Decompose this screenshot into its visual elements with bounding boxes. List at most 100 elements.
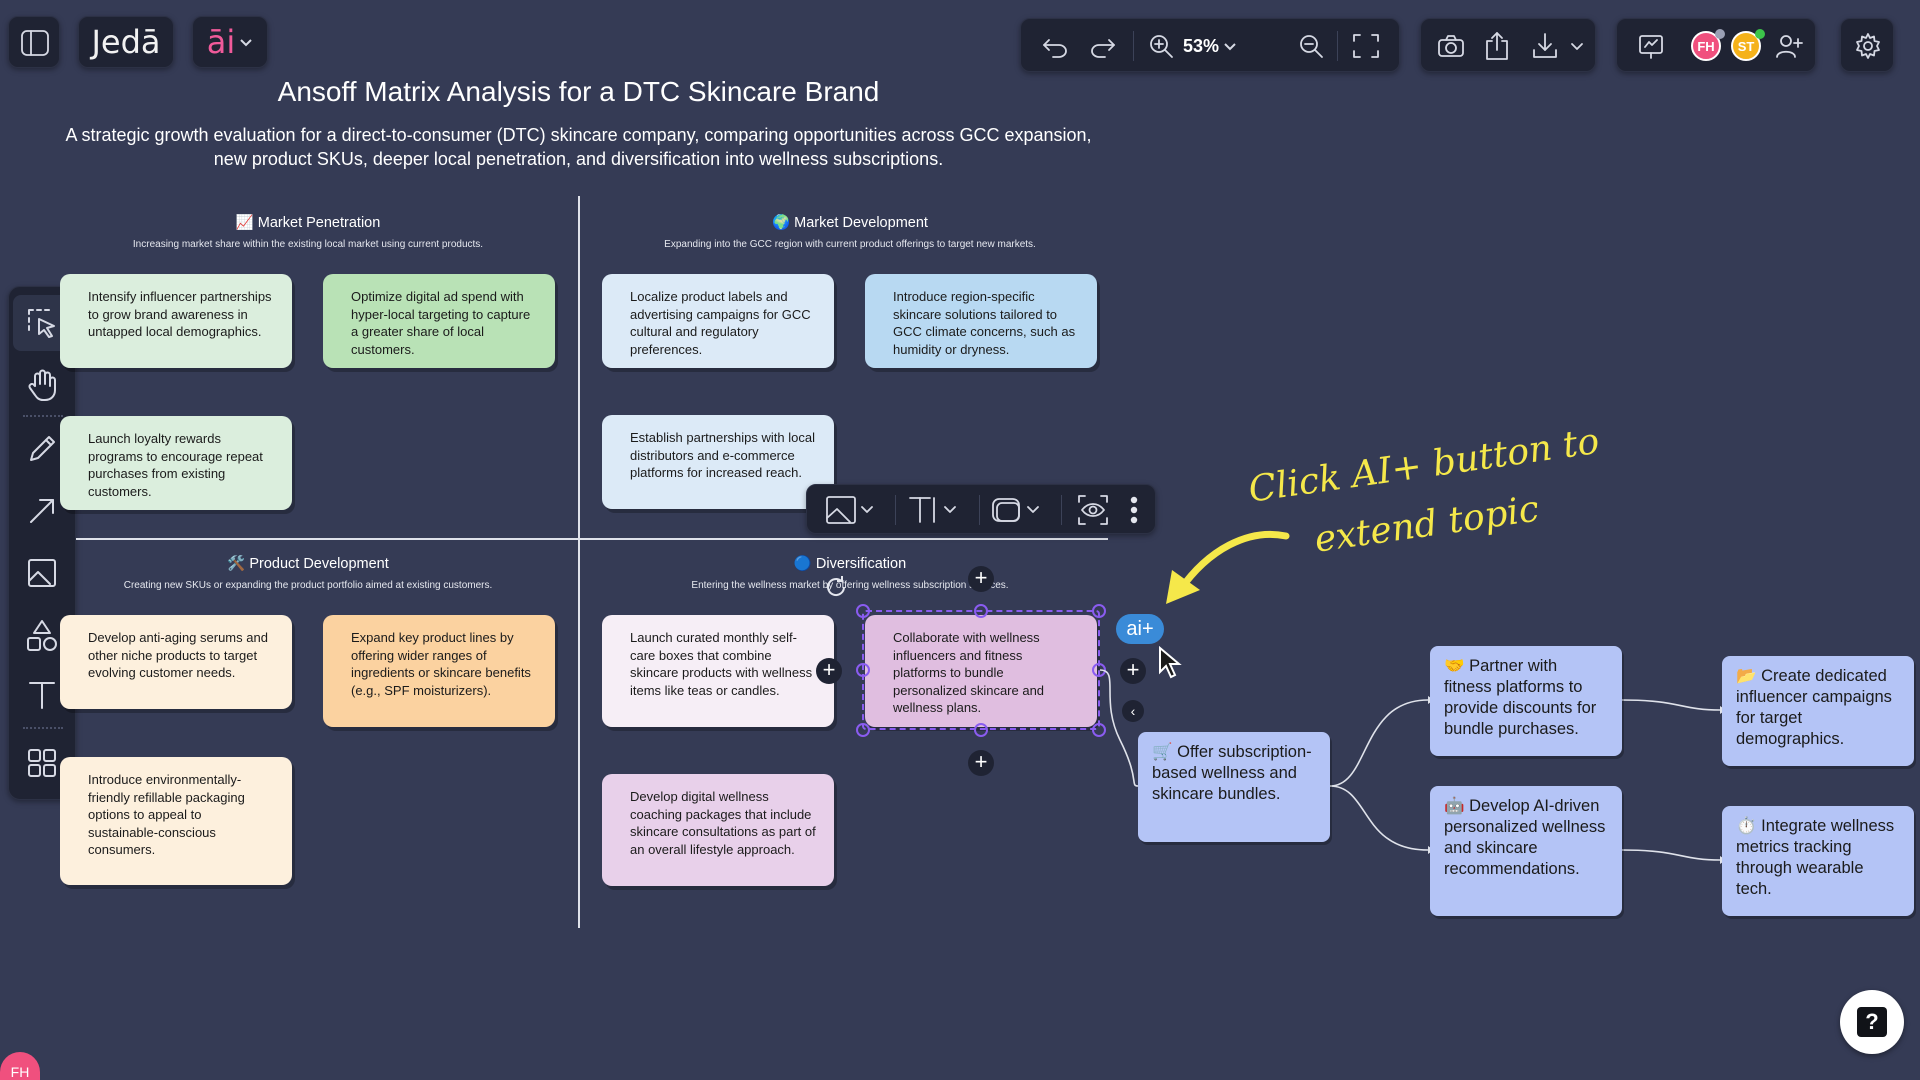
selection-frame [862, 610, 1100, 730]
card-diversification-3[interactable]: Develop digital wellness coaching packag… [602, 774, 834, 886]
avatar-initials: FH [10, 1064, 30, 1080]
quadrant-heading-product-development: 🛠️ Product Development [227, 556, 389, 572]
annotation-arrow-icon [1166, 530, 1290, 604]
mindmap-node-ai-recommendations[interactable]: 🤖 Develop AI-driven personalized wellnes… [1430, 786, 1622, 916]
chevron-down-icon [1223, 39, 1237, 53]
export-toolbar [1420, 18, 1596, 72]
card-product-development-3[interactable]: Introduce environmentally-friendly refil… [60, 757, 292, 885]
card-market-development-1[interactable]: Localize product labels and advertising … [602, 274, 834, 368]
card-market-development-2[interactable]: Introduce region-specific skincare solut… [865, 274, 1097, 368]
add-user-icon[interactable] [1769, 29, 1809, 63]
text-format-icon[interactable] [907, 493, 963, 527]
presentation-icon[interactable] [1631, 29, 1671, 63]
chevron-down-icon[interactable] [1565, 35, 1589, 57]
mindmap-node-influencer-campaigns[interactable]: 📂 Create dedicated influencer campaigns … [1722, 656, 1914, 766]
annotation-text-line-1: Click AI+ button to [1246, 420, 1602, 511]
more-options-icon[interactable] [1121, 493, 1147, 527]
zoom-level-dropdown[interactable]: 53% [1183, 33, 1245, 59]
add-node-left-button[interactable]: + [816, 658, 842, 684]
add-node-bottom-button[interactable]: + [968, 750, 994, 776]
rotate-icon[interactable] [823, 574, 849, 600]
element-context-toolbar [806, 484, 1156, 534]
text-tool[interactable] [13, 667, 71, 723]
mouse-cursor-icon [1158, 645, 1182, 680]
avatar-initials: FH [1697, 38, 1715, 54]
presence-dot [1715, 29, 1725, 39]
gear-icon [1841, 19, 1895, 73]
add-node-right-button[interactable]: + [1120, 658, 1146, 684]
card-market-development-3[interactable]: Establish partnerships with local distri… [602, 415, 834, 509]
annotation-text-line-2: extend topic [1312, 488, 1542, 561]
card-market-penetration-2[interactable]: Optimize digital ad spend with hyper-loc… [323, 274, 555, 368]
matrix-horizontal-divider [76, 538, 1108, 540]
ai-menu-label: āi [206, 23, 236, 61]
resize-handle[interactable] [856, 604, 870, 618]
app-logo-text: Jedā [91, 23, 161, 61]
card-product-development-2[interactable]: Expand key product lines by offering wid… [323, 615, 555, 727]
ai-menu-button[interactable]: āi [192, 16, 268, 68]
zoom-out-icon[interactable] [1293, 29, 1329, 63]
quadrant-heading-market-development: 🌍 Market Development [772, 215, 928, 231]
resize-handle[interactable] [856, 663, 870, 677]
mindmap-node-wellness-metrics[interactable]: ⏱️ Integrate wellness metrics tracking t… [1722, 806, 1914, 916]
templates-tool[interactable] [13, 735, 71, 791]
mindmap-node-partner-fitness[interactable]: 🤝 Partner with fitness platforms to prov… [1430, 646, 1622, 756]
avatar-initials: ST [1737, 38, 1755, 54]
card-market-penetration-1[interactable]: Intensify influencer partnerships to gro… [60, 274, 292, 368]
resize-handle[interactable] [974, 723, 988, 737]
hand-pan-tool[interactable] [13, 357, 71, 413]
zoom-in-icon[interactable] [1143, 29, 1179, 63]
collaboration-toolbar: FH ST [1616, 18, 1816, 72]
mindmap-root-node[interactable]: 🛒 Offer subscription-based wellness and … [1138, 732, 1330, 842]
card-market-penetration-3[interactable]: Launch loyalty rewards programs to encou… [60, 416, 292, 510]
subtitle-line-2: new product SKUs, deeper local penetrati… [213, 149, 944, 169]
resize-handle[interactable] [1092, 723, 1106, 737]
help-icon: ? [1857, 1007, 1887, 1037]
arrow-tool[interactable] [13, 483, 71, 539]
resize-handle[interactable] [1092, 663, 1106, 677]
sidebar-toggle-button[interactable] [8, 16, 60, 68]
canvas-toolbar: 53% [1020, 18, 1400, 72]
ai-plus-label: ai+ [1126, 617, 1154, 640]
shape-style-icon[interactable] [989, 493, 1045, 527]
collapse-branch-button[interactable]: ‹ [1122, 700, 1144, 722]
help-button[interactable]: ? [1840, 990, 1904, 1054]
chevron-down-icon [239, 35, 253, 49]
quadrant-desc-market-development: Expanding into the GCC region with curre… [664, 239, 1036, 250]
page-title: Ansoff Matrix Analysis for a DTC Skincar… [277, 76, 880, 107]
sidebar-panel-icon [9, 17, 61, 69]
avatar[interactable]: FH [1691, 31, 1721, 61]
image-style-icon[interactable] [821, 493, 877, 527]
subtitle-line-1: A strategic growth evaluation for a dire… [65, 125, 1092, 145]
matrix-vertical-divider [578, 196, 580, 928]
resize-handle[interactable] [856, 723, 870, 737]
card-diversification-1[interactable]: Launch curated monthly self-care boxes t… [602, 615, 834, 727]
focus-view-icon[interactable] [1071, 491, 1115, 529]
resize-handle[interactable] [974, 604, 988, 618]
camera-icon[interactable] [1431, 29, 1471, 63]
app-logo-button[interactable]: Jedā [78, 16, 174, 68]
quadrant-desc-product-development: Creating new SKUs or expanding the produ… [123, 580, 493, 591]
card-diversification-2-selected[interactable]: Collaborate with wellness influencers an… [865, 615, 1097, 727]
add-node-top-button[interactable]: + [968, 566, 994, 592]
undo-icon[interactable] [1037, 29, 1073, 63]
avatar[interactable]: FH [0, 1052, 40, 1080]
fit-screen-icon[interactable] [1345, 29, 1387, 63]
pencil-tool[interactable] [13, 421, 71, 477]
online-status-dot [1755, 29, 1765, 39]
resize-handle[interactable] [1092, 604, 1106, 618]
page-subtitle: A strategic growth evaluation for a dire… [40, 123, 1117, 171]
settings-button[interactable] [1840, 18, 1894, 72]
ai-plus-button[interactable]: ai+ [1116, 614, 1164, 644]
zoom-level-text: 53% [1183, 35, 1220, 56]
help-glyph: ? [1865, 1009, 1879, 1034]
quadrant-heading-diversification: 🔵 Diversification [793, 556, 907, 572]
image-tool[interactable] [13, 545, 71, 601]
redo-icon[interactable] [1085, 29, 1121, 63]
download-icon[interactable] [1525, 27, 1565, 65]
share-upload-icon[interactable] [1477, 27, 1517, 65]
shapes-tool[interactable] [13, 607, 71, 663]
card-product-development-1[interactable]: Develop anti-aging serums and other nich… [60, 615, 292, 709]
quadrant-desc-market-penetration: Increasing market share within the exist… [132, 239, 484, 250]
quadrant-heading-market-penetration: 📈 Market Penetration [235, 215, 381, 231]
